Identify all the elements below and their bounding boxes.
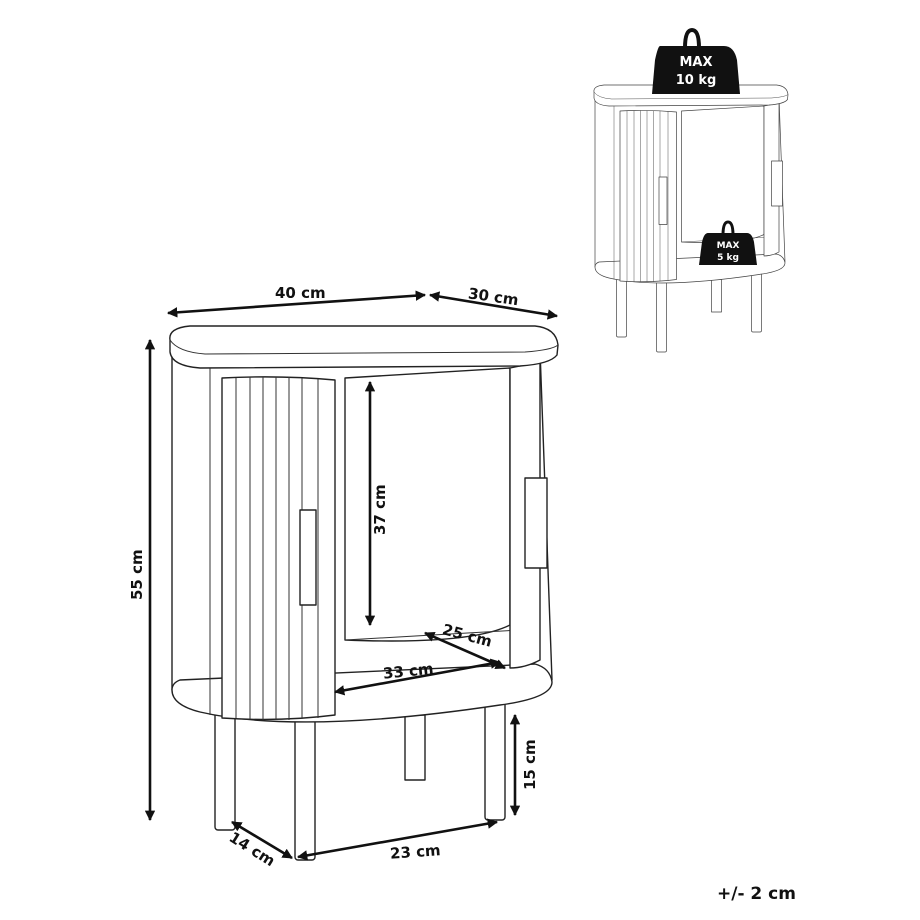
depth-label: 30 cm xyxy=(467,284,520,309)
depth-arrow xyxy=(428,291,559,320)
inner-height-label: 37 cm xyxy=(371,484,389,535)
tolerance-note: +/- 2 cm xyxy=(717,884,796,904)
svg-text:MAX: MAX xyxy=(679,55,712,70)
svg-text:MAX: MAX xyxy=(717,241,740,251)
shelf-width-arrow xyxy=(333,658,502,696)
cabinet-load-view xyxy=(593,84,789,353)
svg-text:10 kg: 10 kg xyxy=(676,73,717,88)
cabinet-main-view xyxy=(169,325,559,861)
height-label: 55 cm xyxy=(128,549,146,600)
leg-width-arrow xyxy=(296,818,499,861)
width-label: 40 cm xyxy=(275,284,326,302)
leg-depth-arrow xyxy=(231,820,293,860)
leg-width-label: 23 cm xyxy=(389,841,441,862)
weight-5kg-icon: MAX 5 kg xyxy=(699,220,757,265)
width-arrow xyxy=(166,290,427,318)
svg-text:5 kg: 5 kg xyxy=(717,253,739,263)
weight-10kg-icon: MAX 10 kg xyxy=(652,27,740,94)
shelf-width-label: 33 cm xyxy=(382,660,434,683)
leg-height-label: 15 cm xyxy=(521,739,539,790)
